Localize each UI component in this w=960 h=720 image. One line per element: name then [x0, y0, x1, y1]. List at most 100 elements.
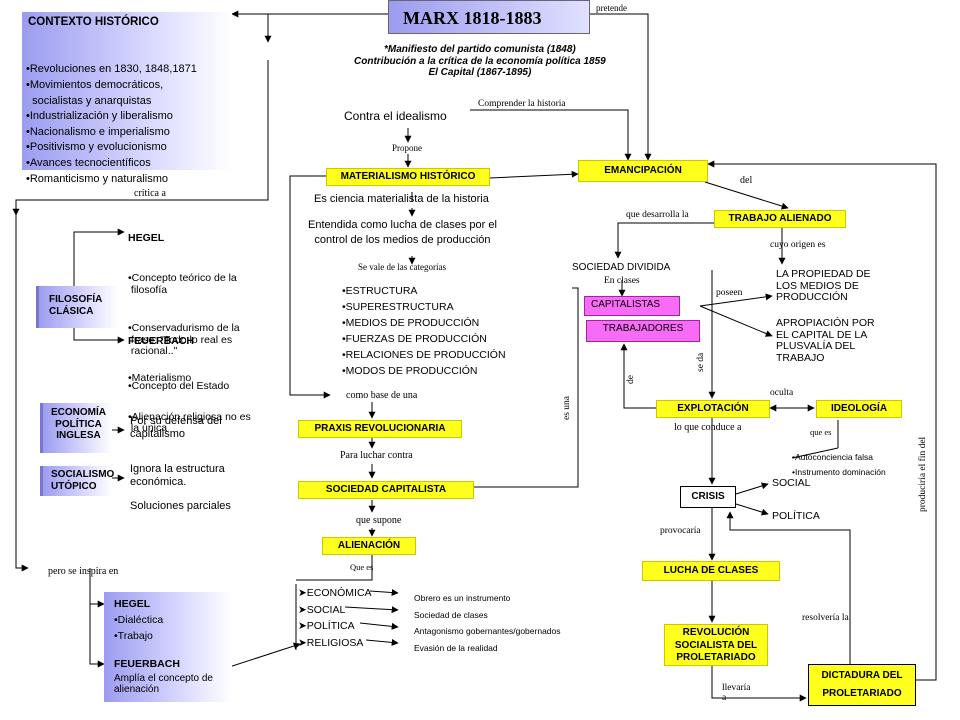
filosofia-label: FILOSOFÍA CLÁSICA — [49, 294, 103, 317]
hegel2-item-trabajo: •Trabajo — [114, 630, 153, 642]
alien-desc-item: Sociedad de clases — [414, 609, 488, 620]
context-item: •Nacionalismo e imperialismo — [26, 125, 170, 138]
label-resolveria: resolvería la — [802, 613, 849, 623]
alien-type-politica: ➤POLÍTICA — [298, 620, 355, 632]
context-item: •Avances tecnocientíficos — [26, 157, 151, 170]
categoria-item: •FUERZAS DE PRODUCCIÓN — [342, 333, 487, 345]
label-provocaria: provocaría — [660, 526, 701, 536]
inspira-box: HEGEL •Dialéctica •Trabajo FEUERBACH Amp… — [104, 592, 232, 702]
trabajo-alienado-node: TRABAJO ALIENADO — [714, 210, 846, 228]
context-item: •Positivismo y evolucionismo — [26, 141, 167, 154]
crisis-social: SOCIAL — [772, 477, 811, 489]
context-title: CONTEXTO HISTÓRICO — [28, 16, 159, 28]
title: MARX 1818-1883 — [403, 8, 542, 28]
alienacion-node: ALIENACIÓN — [322, 537, 416, 555]
label-oculta: oculta — [770, 388, 794, 398]
feuerbach-item: •Materialismo — [128, 372, 192, 385]
label-produciria: produciría el fin del — [918, 436, 928, 512]
economia-label: ECONOMÍA POLÍTICA INGLESA — [51, 407, 106, 441]
revolucion-node: REVOLUCIÓN SOCIALISTA DEL PROLETARIADO — [664, 624, 768, 666]
materialismo-node: MATERIALISMO HISTÓRICO — [326, 168, 490, 186]
socialismo-box: SOCIALISMO UTÓPICO — [40, 466, 115, 496]
economia-box: ECONOMÍA POLÍTICA INGLESA — [40, 403, 112, 453]
title-box: MARX 1818-1883 — [388, 0, 590, 34]
explotacion-node: EXPLOTACIÓN — [656, 400, 770, 418]
categoria-item: •MODOS DE PRODUCCIÓN — [342, 365, 478, 377]
label-como-base: como base de una — [346, 390, 418, 401]
ideologia-item: •Instrumento dominación — [792, 467, 886, 477]
label-es-una: es una — [562, 395, 572, 420]
ideologia-node: IDEOLOGÍA — [816, 400, 902, 418]
dictadura-node: DICTADURA DEL PROLETARIADO — [808, 664, 916, 706]
capitalistas-node: CAPITALISTAS — [584, 296, 680, 316]
hegel-title: HEGEL — [128, 232, 165, 244]
categorias-list: •ESTRUCTURA •SUPERESTRUCTURA •MEDIOS DE … — [342, 283, 506, 379]
label-del: del — [740, 175, 753, 186]
praxis-node: PRAXIS REVOLUCIONARIA — [298, 420, 462, 438]
label-de: de — [626, 375, 636, 384]
label-para-luchar: Para luchar contra — [340, 450, 413, 461]
feuerbach-item: •Alienación religiosa no es la única — [128, 410, 251, 435]
filosofia-box: FILOSOFÍA CLÁSICA — [36, 286, 118, 328]
label-comprender: Comprender la historia — [478, 99, 566, 109]
lucha-de-clases-node: LUCHA DE CLASES — [642, 561, 780, 581]
label-que-desarrolla: que desarrolla la — [626, 210, 689, 220]
propiedad-text: LA PROPIEDAD DE LOS MEDIOS DE PRODUCCIÓN — [776, 268, 871, 304]
context-item: socialistas y anarquistas — [26, 94, 152, 107]
hegel2-title: HEGEL — [114, 598, 151, 610]
context-items: •Revoluciones en 1830, 1848,1871 •Movimie… — [26, 38, 197, 214]
label-se-da: se da — [696, 352, 706, 372]
socialismo-text: Ignora la estructura económica. — [130, 463, 225, 488]
label-pretende: pretende — [596, 3, 627, 13]
sociedad-dividida: SOCIEDAD DIVIDIDA — [572, 262, 671, 273]
alien-desc-item: Antagonismo gobernantes/gobernados — [414, 626, 561, 636]
feuerbach2-text: Amplía el concepto de alienación — [114, 673, 213, 695]
feuerbach-items: •Materialismo •Alienación religiosa no e… — [128, 350, 251, 446]
contra-idealismo: Contra el idealismo — [344, 109, 447, 123]
apropiacion-text: APROPIACIÓN POR EL CAPITAL DE LA PLUSVAL… — [776, 317, 875, 364]
label-se-vale: Se vale de las categorías — [358, 262, 446, 272]
label-poseen: poseen — [716, 288, 743, 298]
economia-text: Por su defensa del capitalismo — [130, 415, 222, 440]
socialismo-label: SOCIALISMO UTÓPICO — [51, 469, 115, 492]
soluciones-text: Soluciones parciales — [130, 500, 231, 512]
hegel2-item-dialectica: •Dialéctica — [114, 614, 164, 626]
ideologia-items: •Autoconciencia falsa •Instrumento domin… — [792, 450, 886, 480]
categoria-item: •MEDIOS DE PRODUCCIÓN — [342, 317, 480, 329]
alien-type-social: ➤SOCIAL — [298, 603, 346, 616]
context-item: •Romanticismo y naturalismo — [26, 172, 169, 185]
label-en-clases: En clases — [604, 276, 640, 286]
feuerbach2-title: FEUERBACH — [114, 658, 180, 670]
hegel-item: •Conservadurismo de la frase: "Todo lo r… — [128, 322, 240, 358]
categoria-item: •ESTRUCTURA — [342, 285, 418, 297]
alien-desc-item: Evasión de la realidad — [414, 642, 498, 653]
sociedad-capitalista-node: SOCIEDAD CAPITALISTA — [298, 481, 474, 499]
entendida-text: Entendida como lucha de clases por el co… — [308, 219, 497, 246]
label-lo-que-conduce: lo que conduce a — [674, 422, 742, 433]
label-critica: crítica a — [134, 188, 166, 199]
alien-types: ➤ECONÓMICA ➤SOCIAL ➤POLÍTICA ➤RELIGIOSA — [298, 585, 372, 651]
work-capital: El Capital (1867-1895) — [428, 67, 532, 78]
works-list: *Manifiesto del partido comunista (1848)… — [354, 44, 606, 79]
label-que-es: Que es — [350, 562, 374, 572]
hegel-items: •Concepto teórico de la filosofía •Conse… — [128, 250, 240, 404]
label-cuyo-origen: cuyo origen es — [770, 240, 826, 250]
label-ideologia-que-es: que es — [810, 427, 832, 437]
ideologia-item: •Autoconciencia falsa — [792, 452, 873, 462]
alien-desc: Obrero es un instrumento Sociedad de cla… — [414, 590, 561, 656]
context-item: •Industrialización y liberalismo — [26, 110, 173, 123]
ciencia-text: Es ciencia materialista de la historia — [314, 193, 489, 205]
hegel-item: •Concepto teórico de la filosofía — [128, 272, 237, 296]
work-contribucion: Contribución a la crítica de la economía… — [354, 55, 606, 67]
context-item: •Revoluciones en 1830, 1848,1871 — [26, 63, 197, 76]
context-item: •Movimientos democráticos, — [26, 78, 164, 91]
label-propone: Propone — [392, 143, 422, 153]
alien-type-religiosa: ➤RELIGIOSA — [298, 636, 364, 649]
emancipacion-node: EMANCIPACIÓN — [578, 160, 708, 182]
categoria-item: •RELACIONES DE PRODUCCIÓN — [342, 349, 506, 361]
work-manifiesto: *Manifiesto del partido comunista (1848) — [384, 44, 576, 55]
label-pero-se-inspira: pero se inspira en — [48, 566, 119, 577]
context-box: CONTEXTO HISTÓRICO •Revoluciones en 1830… — [22, 12, 232, 185]
